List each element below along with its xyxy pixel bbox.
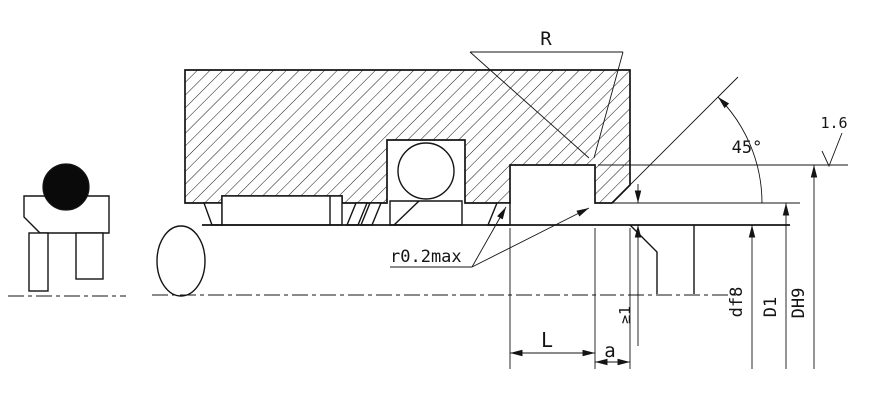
groove-length-label: L — [541, 328, 553, 352]
angle-arc — [717, 96, 763, 204]
wiper-wedge — [203, 202, 223, 226]
o-ring-solid-section — [42, 163, 90, 211]
corner-radius-leader-2 — [471, 207, 590, 268]
cap-seal-profile-line — [393, 200, 420, 226]
surface-roughness-label: 1.6 — [820, 114, 847, 132]
rod-step-chamfer — [629, 224, 658, 294]
seal-profile-figure — [8, 163, 126, 297]
main-section — [152, 69, 790, 297]
dimensions: R 45° 1.6 r0.2max L a ≥1 df8 D — [390, 28, 848, 369]
o-ring-energizer — [397, 142, 455, 200]
corner-radius-leader-1 — [471, 206, 507, 268]
chamfer-angle-label: 45° — [732, 138, 763, 158]
min-land-label: ≥1 — [616, 306, 634, 324]
seal-right-leg — [75, 232, 104, 280]
corner-radius-label: r0.2max — [390, 247, 462, 267]
groove-diameter-label: DH9 — [789, 288, 809, 319]
seal-fabric-body — [23, 195, 110, 234]
rod-break-symbol — [156, 225, 206, 297]
cap-seal-body — [389, 200, 463, 226]
backup-wedge-right — [486, 202, 511, 226]
guide-ring — [221, 195, 343, 226]
rod-diameter-label: df8 — [727, 287, 747, 318]
chamfer-length-label: a — [604, 340, 615, 362]
chamfer-extension-line — [611, 76, 739, 204]
seal-left-leg — [28, 232, 49, 292]
groove-radius-label: R — [540, 28, 552, 50]
radius-callout-leader-right — [593, 51, 624, 159]
roughness-symbol-icon — [821, 132, 843, 168]
radius-callout-leader-left — [469, 51, 590, 159]
bore-diameter-label: D1 — [761, 297, 781, 317]
